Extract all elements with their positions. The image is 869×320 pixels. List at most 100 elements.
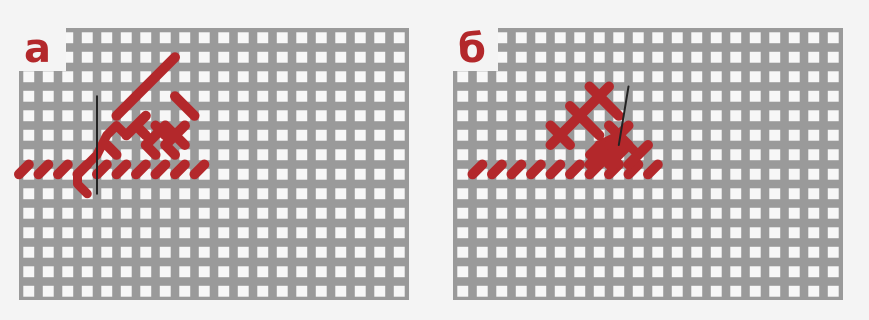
grid-hole [238, 52, 249, 63]
half-stitch [97, 165, 107, 175]
grid-hole [730, 208, 741, 219]
grid-hole [394, 266, 405, 277]
grid-hole [477, 71, 488, 82]
grid-hole [789, 247, 800, 258]
grid-hole [555, 286, 566, 297]
grid-hole [730, 227, 741, 238]
grid-hole [179, 227, 190, 238]
grid-hole [238, 208, 249, 219]
grid-hole [730, 247, 741, 258]
grid-hole [730, 130, 741, 141]
grid-hole [82, 286, 93, 297]
grid-hole [594, 110, 605, 121]
grid-hole [574, 266, 585, 277]
grid-hole [355, 32, 366, 43]
grid-hole [296, 52, 307, 63]
grid-hole [750, 266, 761, 277]
grid-hole [769, 32, 780, 43]
grid-hole [808, 227, 819, 238]
grid-hole [672, 52, 683, 63]
grid-hole [652, 32, 663, 43]
grid-hole [730, 110, 741, 121]
grid-hole [335, 286, 346, 297]
grid-hole [121, 286, 132, 297]
grid-hole [277, 52, 288, 63]
grid-hole [355, 149, 366, 160]
grid-hole [769, 227, 780, 238]
grid-hole [238, 227, 249, 238]
grid-hole [691, 266, 702, 277]
grid-hole [691, 91, 702, 102]
grid-hole [535, 149, 546, 160]
grid-hole [62, 227, 73, 238]
grid-hole [594, 266, 605, 277]
grid-hole [355, 91, 366, 102]
grid-hole [516, 71, 527, 82]
grid-hole [769, 71, 780, 82]
grid-hole [594, 286, 605, 297]
grid-hole [574, 208, 585, 219]
grid-hole [711, 266, 722, 277]
grid-hole [691, 110, 702, 121]
grid-hole [516, 227, 527, 238]
grid-hole [296, 286, 307, 297]
grid-hole [477, 286, 488, 297]
grid-hole [828, 286, 839, 297]
grid-hole [277, 247, 288, 258]
grid-hole [652, 130, 663, 141]
grid-hole [394, 208, 405, 219]
grid-hole [355, 266, 366, 277]
grid-hole [296, 188, 307, 199]
grid-hole [374, 169, 385, 180]
grid-hole [257, 227, 268, 238]
grid-hole [199, 286, 210, 297]
panel-label-a: а [24, 26, 51, 72]
grid-hole [496, 247, 507, 258]
grid-hole [257, 130, 268, 141]
grid-hole [808, 286, 819, 297]
grid-hole [316, 130, 327, 141]
grid-hole [160, 91, 171, 102]
grid-hole [769, 286, 780, 297]
grid-hole [555, 188, 566, 199]
grid-hole [808, 110, 819, 121]
grid-hole [808, 247, 819, 258]
canvas-grid-b [453, 28, 843, 300]
half-stitch [136, 165, 146, 175]
grid-hole [218, 286, 229, 297]
grid-hole [652, 227, 663, 238]
grid-hole [828, 149, 839, 160]
grid-hole [316, 247, 327, 258]
grid-hole [140, 208, 151, 219]
grid-hole [316, 266, 327, 277]
grid-hole [828, 247, 839, 258]
grid-hole [691, 227, 702, 238]
grid-hole [296, 227, 307, 238]
grid-hole [535, 32, 546, 43]
grid-hole [277, 169, 288, 180]
grid-hole [257, 169, 268, 180]
grid-hole [555, 266, 566, 277]
grid-hole [43, 130, 54, 141]
grid-hole [769, 110, 780, 121]
grid-hole [43, 208, 54, 219]
grid-hole [316, 227, 327, 238]
grid-hole [691, 286, 702, 297]
grid-hole [535, 130, 546, 141]
grid-hole [335, 169, 346, 180]
grid-hole [652, 188, 663, 199]
grid-hole [374, 247, 385, 258]
grid-hole [335, 91, 346, 102]
grid-hole [691, 130, 702, 141]
grid-hole [199, 247, 210, 258]
grid-hole [82, 52, 93, 63]
grid-hole [789, 71, 800, 82]
grid-hole [730, 266, 741, 277]
grid-hole [238, 130, 249, 141]
grid-hole [516, 247, 527, 258]
grid-hole [457, 130, 468, 141]
half-stitch [648, 165, 658, 175]
grid-hole [496, 286, 507, 297]
grid-hole [750, 91, 761, 102]
grid-hole [711, 169, 722, 180]
